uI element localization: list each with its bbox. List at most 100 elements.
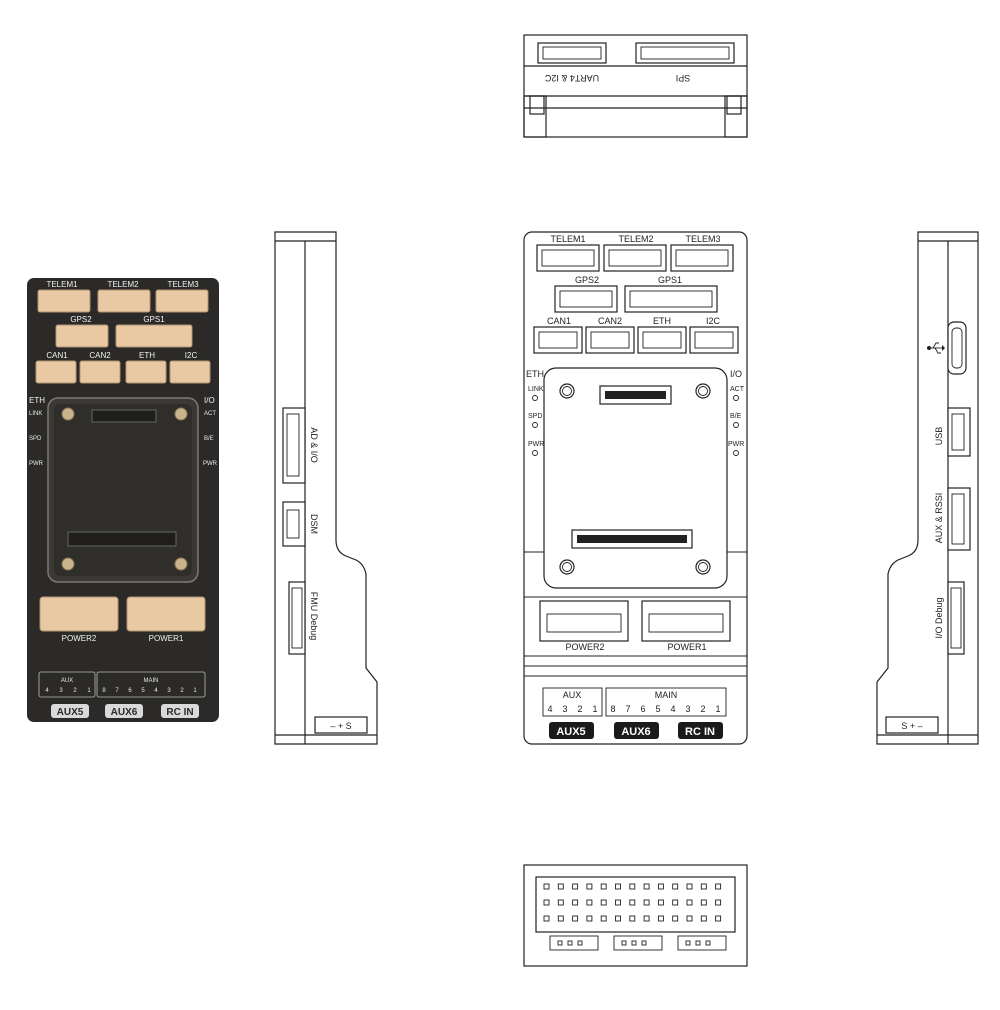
connector-eth [637,326,687,354]
front-view: TELEM1 TELEM2 TELEM3 GPS2 GPS1 CAN1 CAN2… [523,231,748,745]
connector-power2 [539,600,629,642]
aux-title: AUX [563,690,582,700]
photo-main-pin: 1 [193,688,197,694]
main-pin: 3 [685,704,690,714]
tag-rcin-bg [678,722,723,739]
sbus-pins-right: S + – [901,721,922,731]
photo-main-pin: 3 [167,688,171,694]
led-pwr-right: PWR [728,441,744,448]
label-dsm: DSM [309,514,319,534]
sbus-pins-left: – + S [330,721,351,731]
module-plate [543,367,728,589]
photo-bottom-socket [67,531,177,547]
photo-led-title-io: I/O [204,396,215,405]
connector-can2 [585,326,635,354]
main-title: MAIN [655,690,678,700]
label-usb: USB [934,427,944,446]
servo-pin [543,915,550,922]
photo-aux-pin: 2 [73,688,77,694]
photo-tag-aux6: AUX6 [111,707,138,718]
port-ad-io [282,407,306,484]
module-top-socket [599,385,672,405]
led-be: B/E [730,413,742,420]
photo-tag-aux5-bg [51,704,89,718]
label-i2c: I2C [706,316,721,326]
servo-pin [686,883,693,890]
photo-connector-power1 [126,596,206,632]
connector-telem3 [670,244,734,272]
photo-board: TELEM1 TELEM2 TELEM3 GPS2 GPS1 CAN1 CAN2… [27,278,219,722]
top-view: UART4 & I2C SPI [523,34,748,138]
photo-top-socket [91,409,157,423]
port-aux-rssi [947,487,971,551]
photo-connector-gps2 [55,324,109,348]
jst-pin [695,940,701,946]
label-gps2: GPS2 [575,275,599,285]
servo-pin [600,915,607,922]
usb-icon [927,342,945,354]
connector-telem1 [536,244,600,272]
led-pwr: PWR [528,441,544,448]
port-usb-c [947,321,967,375]
servo-pin [586,899,593,906]
photo-connector-power2 [39,596,119,632]
aux-pin: 2 [577,704,582,714]
led-act: ACT [730,386,745,393]
connector-can1 [533,326,583,354]
led-link: LINK [528,386,544,393]
label-aux-rssi: AUX & RSSI [934,493,944,544]
sbus-connector-right [885,716,939,734]
photo-main-pin: 7 [115,688,119,694]
servo-pin [586,883,593,890]
servo-pin [629,915,636,922]
connector-gps1 [624,285,718,313]
label-ad-io: AD & I/O [309,427,319,463]
servo-pin [557,883,564,890]
servo-pin [600,883,607,890]
jst-pin [621,940,627,946]
servo-pin [557,899,564,906]
photo-main-pin: 8 [102,688,106,694]
port-io-debug [947,581,965,655]
servo-pin-grid [543,883,722,922]
main-pin: 6 [640,704,645,714]
sbus-connector-left [314,716,368,734]
photo-connector-can2 [79,360,121,384]
jst-pin [577,940,583,946]
connector-telem2 [603,244,667,272]
led-title-eth: ETH [526,369,544,379]
jst-pin [631,940,637,946]
photo-label-telem2: TELEM2 [107,280,139,289]
photo-connector-eth [125,360,167,384]
label-can2: CAN2 [598,316,622,326]
photo-led-title-eth: ETH [29,396,45,405]
aux-pin: 3 [562,704,567,714]
photo-aux-pin: 3 [59,688,63,694]
port-dsm [282,501,306,547]
tag-aux6-bg [614,722,659,739]
photo-connector-telem2 [97,289,151,313]
photo-led-pwr: PWR [29,461,44,467]
right-side-view: USB AUX & RSSI I/O Debug S + – [876,231,979,745]
led-spd: SPD [528,413,542,420]
label-fmu-debug: FMU Debug [309,592,319,641]
servo-pin [600,899,607,906]
photo-led-be: B/E [204,436,214,442]
servo-pin [629,899,636,906]
servo-pin [643,899,650,906]
photo-label-can1: CAN1 [46,351,68,360]
photo-label-power2: POWER2 [62,634,97,643]
servo-pin [700,899,707,906]
main-pin: 2 [700,704,705,714]
aux-pin: 4 [547,704,552,714]
photo-aux-pin: 1 [87,688,91,694]
photo-main-pin: 6 [128,688,132,694]
servo-pin [657,899,664,906]
servo-pin [686,915,693,922]
servo-pin [715,915,722,922]
photo-main-pin: 5 [141,688,145,694]
servo-pin [715,899,722,906]
servo-pin [572,883,579,890]
bottom-jst-pins [557,940,711,946]
photo-led-act: ACT [204,411,216,417]
